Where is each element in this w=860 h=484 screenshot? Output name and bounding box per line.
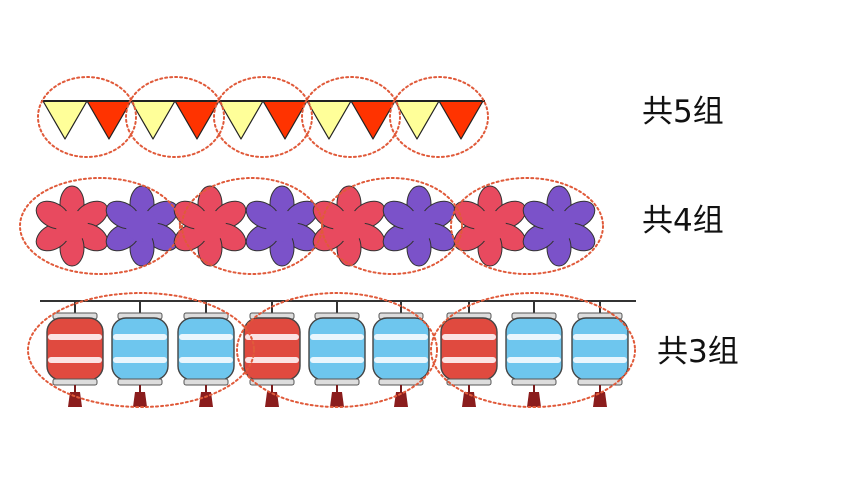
row-flowers: [19, 177, 604, 275]
group-outline: [37, 76, 137, 158]
row-2-group-count-label: 共4组: [642, 203, 724, 239]
blue-lantern: [571, 301, 629, 407]
lantern-body: [308, 317, 366, 381]
bunting-flag: [42, 100, 88, 140]
lantern-stripe: [48, 334, 102, 340]
flower: [453, 185, 527, 267]
lantern-base: [511, 378, 557, 386]
flower-center: [474, 210, 506, 242]
group-outline: [213, 76, 313, 158]
lantern-stripe: [442, 357, 496, 363]
lantern-stripe: [48, 357, 102, 363]
blue-lantern: [372, 301, 430, 407]
group-outline: [19, 177, 181, 275]
lantern-body: [111, 317, 169, 381]
bunting-flag: [350, 100, 396, 140]
blue-lantern: [177, 301, 235, 407]
flower-center: [56, 210, 88, 242]
flower: [522, 185, 596, 267]
lantern-stripe: [245, 357, 299, 363]
bunting-flag: [218, 100, 264, 140]
lantern-tassel: [527, 392, 541, 407]
bunting-flag: [438, 100, 484, 140]
group-outline: [125, 76, 225, 158]
blue-lantern: [505, 301, 563, 407]
lantern-base: [52, 378, 98, 386]
bunting-flag: [174, 100, 220, 140]
flower-center: [403, 210, 435, 242]
lantern-stripe: [442, 334, 496, 340]
row-lanterns: [27, 292, 636, 408]
group-outline: [430, 292, 636, 408]
red-lantern: [243, 301, 301, 407]
group-outline: [321, 177, 463, 275]
lantern-tassel: [593, 392, 607, 407]
lantern-body: [440, 317, 498, 381]
lantern-stripe: [573, 357, 627, 363]
lantern-stripe: [179, 334, 233, 340]
group-outline: [389, 76, 489, 158]
group-outline: [236, 292, 438, 408]
lantern-base: [183, 378, 229, 386]
bunting-flag: [262, 100, 308, 140]
red-lantern: [440, 301, 498, 407]
lantern-base: [446, 378, 492, 386]
flower-center: [266, 210, 298, 242]
flower: [105, 185, 179, 267]
flower-center: [194, 210, 226, 242]
lantern-body: [177, 317, 235, 381]
lantern-body: [571, 317, 629, 381]
group-outline: [450, 177, 604, 275]
flower-center: [543, 210, 575, 242]
lantern-tassel: [330, 392, 344, 407]
bunting-flag: [130, 100, 176, 140]
flower-center: [333, 210, 365, 242]
lantern-stripe: [310, 357, 364, 363]
flower: [312, 185, 386, 267]
lantern-stripe: [507, 334, 561, 340]
lantern-stripe: [573, 334, 627, 340]
bunting-flag: [86, 100, 132, 140]
lantern-base: [314, 378, 360, 386]
row-bunting-flags: [37, 76, 489, 158]
lantern-tassel: [265, 392, 279, 407]
lantern-stripe: [245, 334, 299, 340]
blue-lantern: [308, 301, 366, 407]
flower: [245, 185, 319, 267]
flower-center: [126, 210, 158, 242]
bunting-flag: [306, 100, 352, 140]
lantern-stripe: [113, 357, 167, 363]
lantern-stripe: [374, 357, 428, 363]
lantern-base: [117, 378, 163, 386]
row-3-group-count-label: 共3组: [657, 334, 739, 370]
lantern-body: [46, 317, 104, 381]
flower: [35, 185, 109, 267]
lantern-tassel: [133, 392, 147, 407]
lantern-body: [372, 317, 430, 381]
lantern-stripe: [310, 334, 364, 340]
lantern-body: [505, 317, 563, 381]
group-outline: [27, 292, 255, 408]
bunting-flag: [394, 100, 440, 140]
blue-lantern: [111, 301, 169, 407]
lantern-stripe: [113, 334, 167, 340]
flower: [382, 185, 456, 267]
lantern-stripe: [374, 334, 428, 340]
lantern-tassel: [462, 392, 476, 407]
lantern-stripe: [507, 357, 561, 363]
group-outline: [301, 76, 401, 158]
row-1-group-count-label: 共5组: [642, 94, 724, 130]
red-lantern: [46, 301, 104, 407]
lantern-body: [243, 317, 301, 381]
lantern-stripe: [179, 357, 233, 363]
lantern-tassel: [394, 392, 408, 407]
